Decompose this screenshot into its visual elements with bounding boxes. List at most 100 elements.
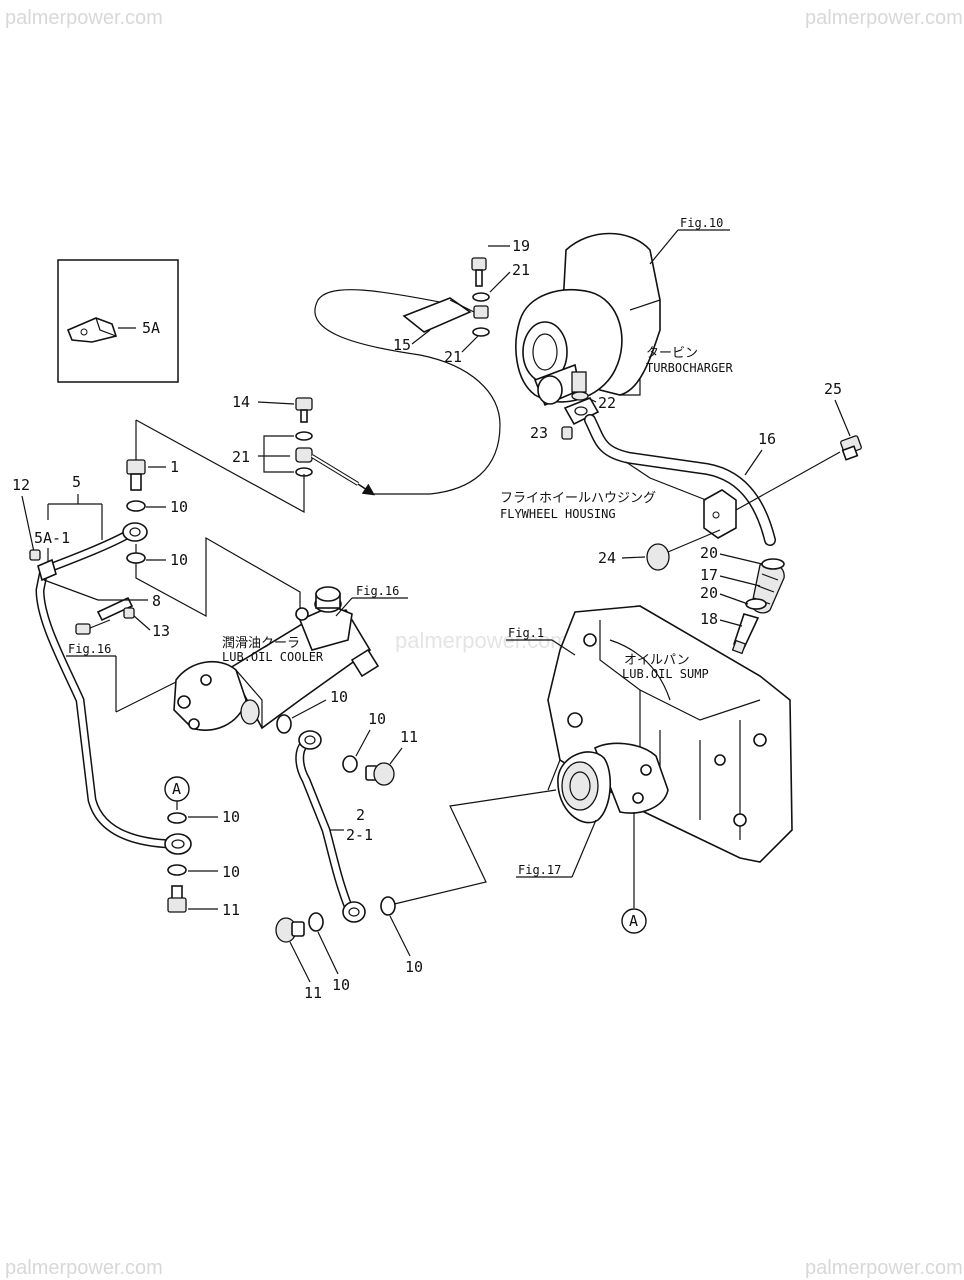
turbocharger-jp-label: タービン [646, 346, 698, 361]
bolt-14 [295, 397, 313, 423]
part-number-17: 17 [700, 566, 718, 584]
part-number-20-b: 20 [700, 584, 718, 602]
banjo-eye-top [122, 522, 148, 542]
turbocharger-illustration [515, 232, 661, 407]
part-number-8: 8 [152, 592, 161, 610]
part-number-21-a: 21 [512, 261, 530, 279]
part-number-20-a: 20 [700, 544, 718, 562]
part-number-5a-1: 5A-1 [34, 529, 70, 547]
part-number-11-c: 11 [304, 984, 322, 1002]
fig-ref-16-left: Fig.16 [68, 642, 111, 656]
part-number-10-a: 10 [170, 498, 188, 516]
part-number-24: 24 [598, 549, 616, 567]
pipe-bracket-16 [703, 489, 737, 539]
inset-box: 5A [57, 259, 179, 383]
fig-ref-1: Fig.1 [508, 626, 544, 640]
lub-oil-cooler-illustration [173, 586, 380, 731]
part-number-2: 2 [356, 806, 365, 824]
turbocharger-en-label: TURBOCHARGER [646, 361, 733, 375]
flywheel-housing-en-label: FLYWHEEL HOUSING [500, 507, 616, 521]
washer-10-e [276, 714, 292, 734]
part-number-15: 15 [393, 336, 411, 354]
inset-label-5a: 5A [142, 319, 160, 337]
circle-marker-a-right-label: A [629, 912, 638, 930]
part-number-23: 23 [530, 424, 548, 442]
part-number-11-b: 11 [400, 728, 418, 746]
drain-flange [563, 396, 600, 426]
clamp-20-bottom [745, 598, 767, 610]
washer-10-f [342, 755, 358, 773]
flywheel-housing-jp-label: フライホイールハウジング [500, 491, 656, 506]
circle-marker-a-left-label: A [172, 780, 181, 798]
watermark-bottom-left: palmerpower.com [5, 1257, 163, 1279]
part-number-21-c: 21 [232, 448, 250, 466]
part-number-10-d: 10 [222, 863, 240, 881]
fig-ref-16-top: Fig.16 [356, 584, 399, 598]
washer-10-g [308, 912, 324, 932]
washer-10-a [126, 500, 146, 512]
part-number-10-e: 10 [330, 688, 348, 706]
part-number-22: 22 [598, 394, 616, 412]
washer-10-c [167, 812, 187, 824]
part-number-5: 5 [72, 473, 81, 491]
watermark-top-right: palmerpower.com [805, 7, 963, 29]
part-number-10-f: 10 [368, 710, 386, 728]
lub-oil-sump-jp-label: オイルパン [624, 653, 690, 668]
part-number-16: 16 [758, 430, 776, 448]
banjo-bolt-11-top [365, 762, 395, 786]
spacer-24 [646, 543, 670, 571]
banjo-bolt-11-left [167, 885, 187, 913]
bolt-13-lower [75, 623, 91, 635]
bracket-8 [96, 596, 134, 622]
eye-bolt-connector [295, 447, 313, 463]
lub-oil-cooler-jp-label: 潤滑油クーラ [222, 636, 300, 651]
banjo-bolt-1 [126, 459, 146, 491]
bracket-5a-illustration [66, 317, 118, 343]
bolt-13 [123, 607, 135, 619]
banjo-eye-bottom [164, 833, 192, 855]
routing-loop [314, 289, 501, 495]
part-number-10-h: 10 [405, 958, 423, 976]
part-number-19: 19 [512, 237, 530, 255]
part-number-21-b: 21 [444, 348, 462, 366]
pipe-2-eye-top [298, 730, 322, 750]
gasket-22 [571, 391, 589, 401]
lub-oil-sump-en-label: LUB.OIL SUMP [622, 667, 709, 681]
part-number-18: 18 [700, 610, 718, 628]
drain-pipe-16 [584, 414, 776, 546]
oil-filter-illustration [557, 742, 669, 824]
part-number-10-g: 10 [332, 976, 350, 994]
spacer-turbo [473, 305, 489, 319]
engine-block-illustration [547, 605, 793, 863]
clip-5a-1 [37, 558, 57, 582]
routing-line-zigzag [135, 419, 305, 620]
connector-18 [731, 613, 760, 655]
part-number-10-c: 10 [222, 808, 240, 826]
part-number-13: 13 [152, 622, 170, 640]
washer-10-h [380, 896, 396, 916]
pipe-15-tag [402, 297, 472, 333]
plug-25 [840, 435, 862, 461]
part-number-25: 25 [824, 380, 842, 398]
pipe-2-eye-bottom [342, 901, 366, 923]
bolt-19 [471, 257, 487, 287]
part-number-2-1: 2-1 [346, 826, 373, 844]
bolt-12 [29, 549, 41, 561]
fig-ref-10: Fig.10 [680, 216, 723, 230]
part-number-14: 14 [232, 393, 250, 411]
washer-21-c-top [295, 431, 313, 441]
circle-marker-a-right [621, 908, 647, 934]
watermark-top-left: palmerpower.com [5, 7, 163, 29]
clamp-20-top [761, 558, 785, 570]
watermark-bottom-right: palmerpower.com [805, 1257, 963, 1279]
bolt-23 [561, 426, 573, 440]
part-number-11-a: 11 [222, 901, 240, 919]
oil-pipe-5 [35, 527, 175, 849]
part-number-12: 12 [12, 476, 30, 494]
washer-21-bottom [472, 327, 490, 337]
lub-oil-cooler-en-label: LUB.OIL COOLER [222, 650, 324, 664]
washer-10-d [167, 864, 187, 876]
washer-21-top [472, 292, 490, 302]
routing-line-filter [385, 789, 557, 907]
